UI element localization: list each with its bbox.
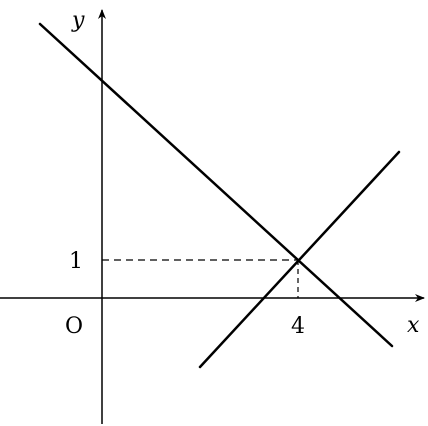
decreasing-line	[38, 22, 394, 348]
x-tick-label: 4	[291, 314, 305, 339]
y-tick-label: 1	[69, 249, 83, 274]
axis-x-label: x	[407, 313, 420, 338]
axis-y-label: y	[71, 8, 85, 33]
increasing-line	[198, 150, 401, 369]
origin-label: O	[65, 314, 83, 339]
